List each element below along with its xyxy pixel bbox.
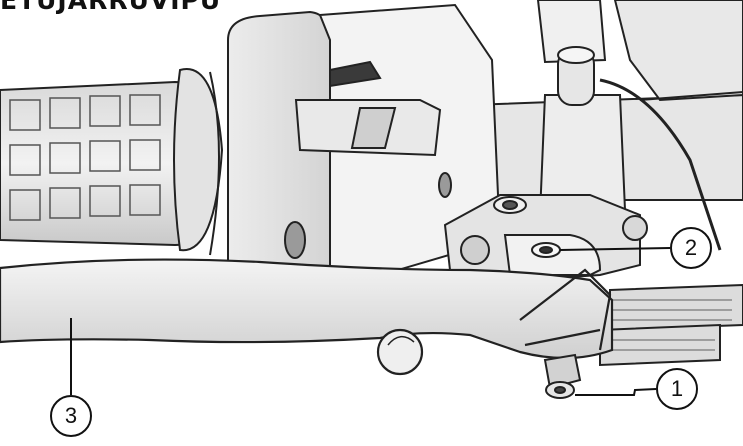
section-heading: ETUJARRUVIPU xyxy=(0,0,225,14)
wiring-harness xyxy=(600,285,743,365)
handle-grip xyxy=(0,69,222,255)
callout-2: 2 xyxy=(670,227,712,269)
adjuster-screw xyxy=(545,355,580,398)
pivot-bolt xyxy=(505,235,600,275)
callout-1: 1 xyxy=(656,368,698,410)
callout-3: 3 xyxy=(50,395,92,437)
brake-lever xyxy=(0,260,612,374)
